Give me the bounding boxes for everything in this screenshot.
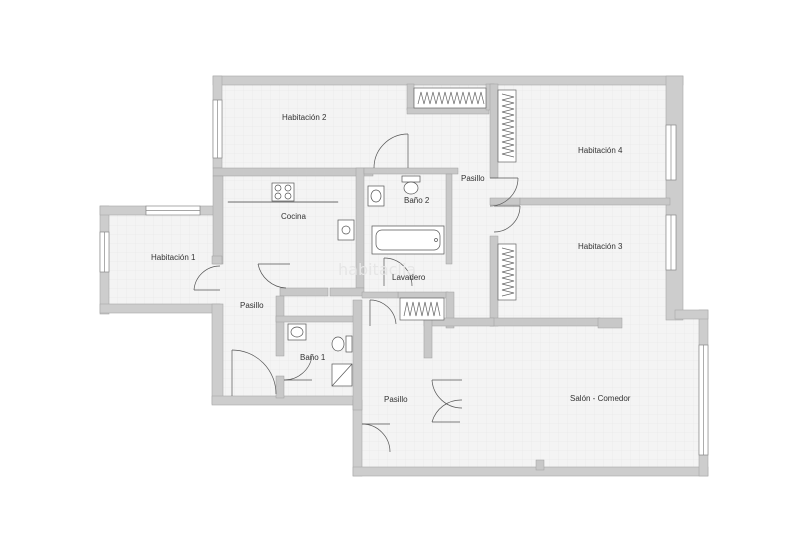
label-habitacion-2: Habitación 2 [282, 113, 327, 122]
door-bano-1 [283, 355, 313, 381]
toilet-bano-1 [331, 335, 353, 353]
label-pasillo-left: Pasillo [240, 301, 264, 310]
door-entrance [231, 349, 277, 396]
door-habitacion-3 [493, 205, 521, 233]
floor-area [108, 84, 708, 468]
kitchen-sink [337, 219, 355, 241]
label-lavadero: Lavadero [392, 273, 426, 282]
label-cocina: Cocina [281, 212, 306, 221]
doors [193, 133, 521, 453]
shower-bano-1 [331, 363, 353, 387]
door-habitacion-1 [193, 265, 221, 291]
door-habitacion-2 [373, 133, 409, 169]
door-pasillo-lower [361, 423, 391, 453]
sink-bano-2 [367, 185, 385, 207]
label-habitacion-1: Habitación 1 [151, 253, 196, 262]
bathtub [371, 225, 445, 255]
door-salon-2 [431, 399, 463, 423]
door-lavadero [369, 299, 397, 326]
label-habitacion-4: Habitación 4 [578, 146, 623, 155]
label-salon-comedor: Salón - Comedor [570, 394, 631, 403]
door-cocina [257, 263, 290, 289]
label-pasillo-bottom: Pasillo [384, 395, 408, 404]
door-salon-1 [431, 379, 463, 409]
label-habitacion-3: Habitación 3 [578, 242, 623, 251]
watermark: habitaclia [338, 260, 416, 279]
door-bano-2 [383, 257, 413, 287]
label-bano-2: Baño 2 [404, 196, 430, 205]
sink-bano-1 [287, 323, 307, 341]
room-labels: Habitación 2 Habitación 4 Habitación 3 H… [151, 113, 631, 404]
interior-walls [211, 83, 671, 471]
toilet-bano-2 [401, 175, 421, 195]
label-pasillo-top: Pasillo [461, 174, 485, 183]
stove [271, 182, 295, 202]
fixtures [227, 175, 445, 387]
windows [99, 99, 709, 456]
label-bano-1: Baño 1 [300, 353, 326, 362]
closets [399, 87, 517, 321]
